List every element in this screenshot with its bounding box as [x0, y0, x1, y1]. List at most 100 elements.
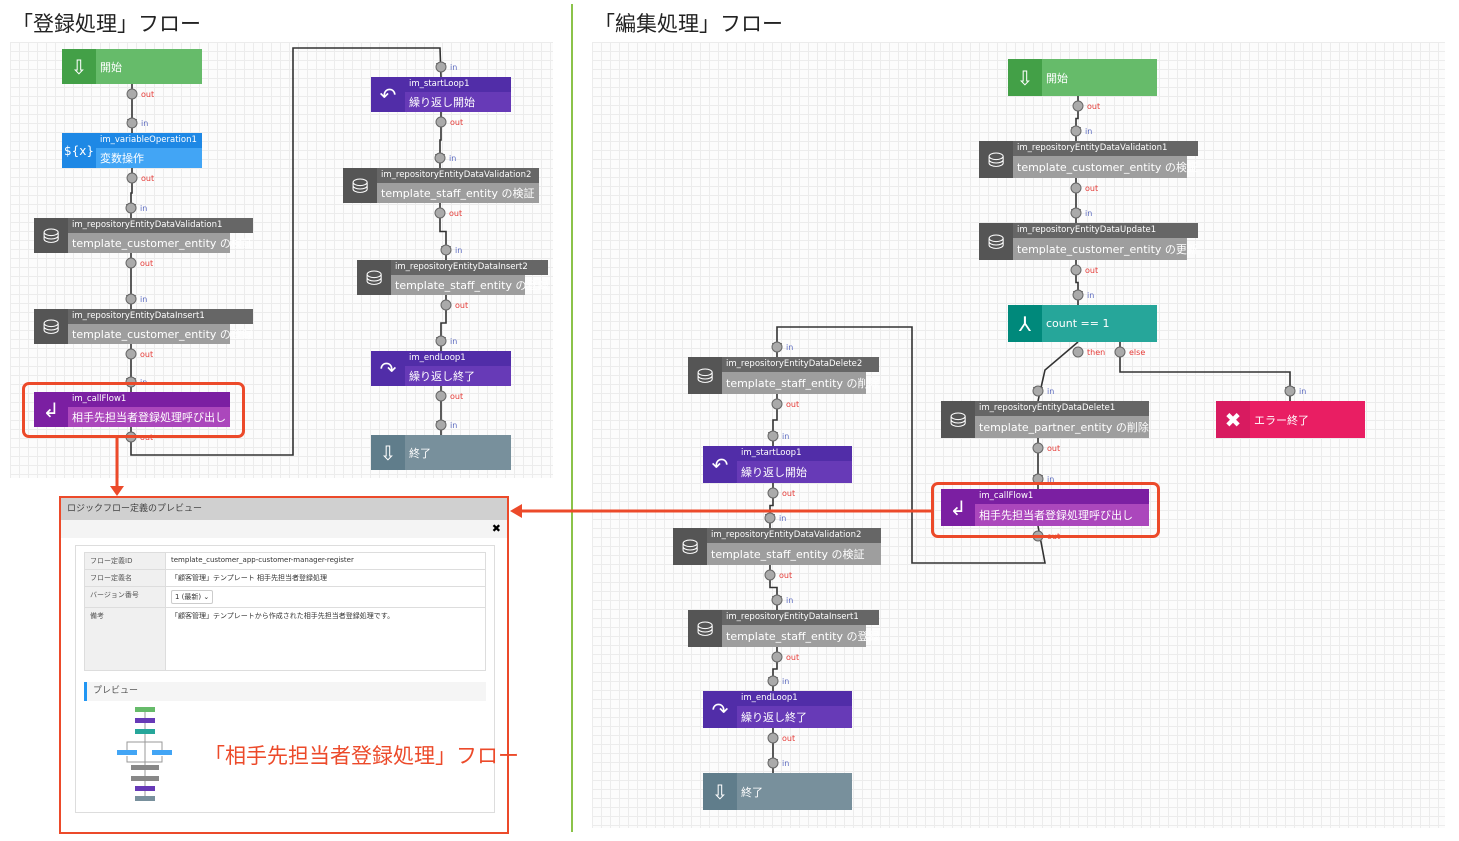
port-out: [435, 116, 447, 128]
node-label: 終了: [741, 785, 763, 799]
node-label: 繰り返し開始: [409, 96, 475, 109]
port-in: [771, 594, 783, 606]
port-in: [1072, 289, 1084, 301]
port-out: [126, 172, 138, 184]
node-label: 相手先担当者登録処理呼び出し: [72, 411, 226, 424]
port-in: [435, 419, 447, 431]
port-label: in: [782, 432, 789, 441]
right-node-cond[interactable]: ⅄count == 1: [1008, 305, 1157, 342]
port-label: in: [782, 677, 789, 686]
left-node-start[interactable]: ⇩ 開始: [62, 49, 202, 84]
node-label: template_staff_entity の登録: [726, 630, 880, 643]
port-label: in: [141, 119, 148, 128]
node-id: im_repositoryEntityDataDelete1: [975, 401, 1149, 416]
node-label: 終了: [409, 446, 431, 460]
callout-arrow-left: [110, 486, 124, 496]
database-add-icon: ⛁: [688, 610, 722, 647]
port-in: [767, 757, 779, 769]
database-check-icon: ⛁: [34, 218, 68, 253]
version-label: バージョン番号: [84, 586, 166, 608]
close-icon[interactable]: ✖: [491, 522, 501, 535]
port-label: out: [782, 489, 795, 498]
port-label: in: [1085, 127, 1092, 136]
node-label: template_customer_entity の登録: [72, 328, 253, 341]
right-node-start[interactable]: ⇩ 開始: [1008, 59, 1157, 96]
preview-thumbnail: [117, 707, 172, 801]
port-label: out: [140, 350, 153, 359]
port-label: out: [786, 400, 799, 409]
variable-icon: ${x}: [62, 133, 96, 168]
node-label: count == 1: [1046, 317, 1110, 330]
loop-end-icon: ↷: [703, 691, 737, 728]
flow-name-label: フロー定義名: [84, 569, 166, 587]
flow-id-label: フロー定義ID: [84, 552, 166, 570]
port-label: out: [450, 392, 463, 401]
connector: [776, 326, 1046, 564]
node-id: im_startLoop1: [737, 446, 852, 461]
left-node-end[interactable]: ⇩終了: [371, 435, 511, 470]
loop-start-icon: ↶: [371, 77, 405, 112]
node-label: 開始: [100, 60, 122, 74]
node-id: im_callFlow1: [975, 489, 1149, 504]
port-out: [771, 398, 783, 410]
port-label: out: [1087, 102, 1100, 111]
port-label: in: [450, 421, 457, 430]
database-check-icon: ⛁: [673, 528, 707, 565]
node-id: im_endLoop1: [405, 351, 511, 366]
port-in: [435, 61, 447, 73]
version-value: 1 (最新): [175, 593, 202, 601]
port-out: [1072, 100, 1084, 112]
end-icon: ⇩: [703, 773, 737, 810]
port-label: out: [1047, 444, 1060, 453]
port-label: out: [1085, 184, 1098, 193]
port-label: out: [141, 174, 154, 183]
node-label: エラー終了: [1254, 413, 1309, 427]
port-label: out: [449, 209, 462, 218]
right-node-err[interactable]: ✖エラー終了: [1216, 401, 1365, 438]
node-id: im_repositoryEntityDataUpdate1: [1013, 223, 1198, 238]
down-arrow-icon: ⇩: [62, 49, 96, 84]
database-add-icon: ⛁: [357, 260, 391, 295]
right-node-upd1[interactable]: ⛁im_repositoryEntityDataUpdate1 template_…: [979, 223, 1198, 260]
note-textarea[interactable]: 「顧客管理」テンプレートから作成された相手先担当者登録処理です。: [165, 607, 486, 671]
node-label: template_customer_entity の検証: [1017, 161, 1198, 174]
node-label: 繰り返し終了: [409, 370, 475, 383]
preview-heading: プレビュー: [84, 682, 486, 701]
port-else: [1114, 346, 1126, 358]
version-select[interactable]: 1 (最新) ⌄: [171, 590, 214, 604]
node-label: 開始: [1046, 71, 1068, 85]
port-label: in: [140, 204, 147, 213]
port-label: in: [782, 759, 789, 768]
node-id: im_callFlow1: [68, 392, 230, 407]
port-out: [767, 732, 779, 744]
node-label: template_customer_entity の更新: [1017, 243, 1198, 256]
port-label: out: [450, 118, 463, 127]
divider: [571, 4, 573, 832]
right-node-end[interactable]: ⇩ 終了: [703, 773, 852, 810]
node-id: im_repositoryEntityDataInsert1: [68, 309, 253, 324]
database-check-icon: ⛁: [979, 223, 1013, 260]
port-in: [771, 341, 783, 353]
port-label: in: [1085, 209, 1092, 218]
port-in: [1032, 385, 1044, 397]
port-in: [125, 202, 137, 214]
down-arrow-icon: ⇩: [1008, 59, 1042, 96]
